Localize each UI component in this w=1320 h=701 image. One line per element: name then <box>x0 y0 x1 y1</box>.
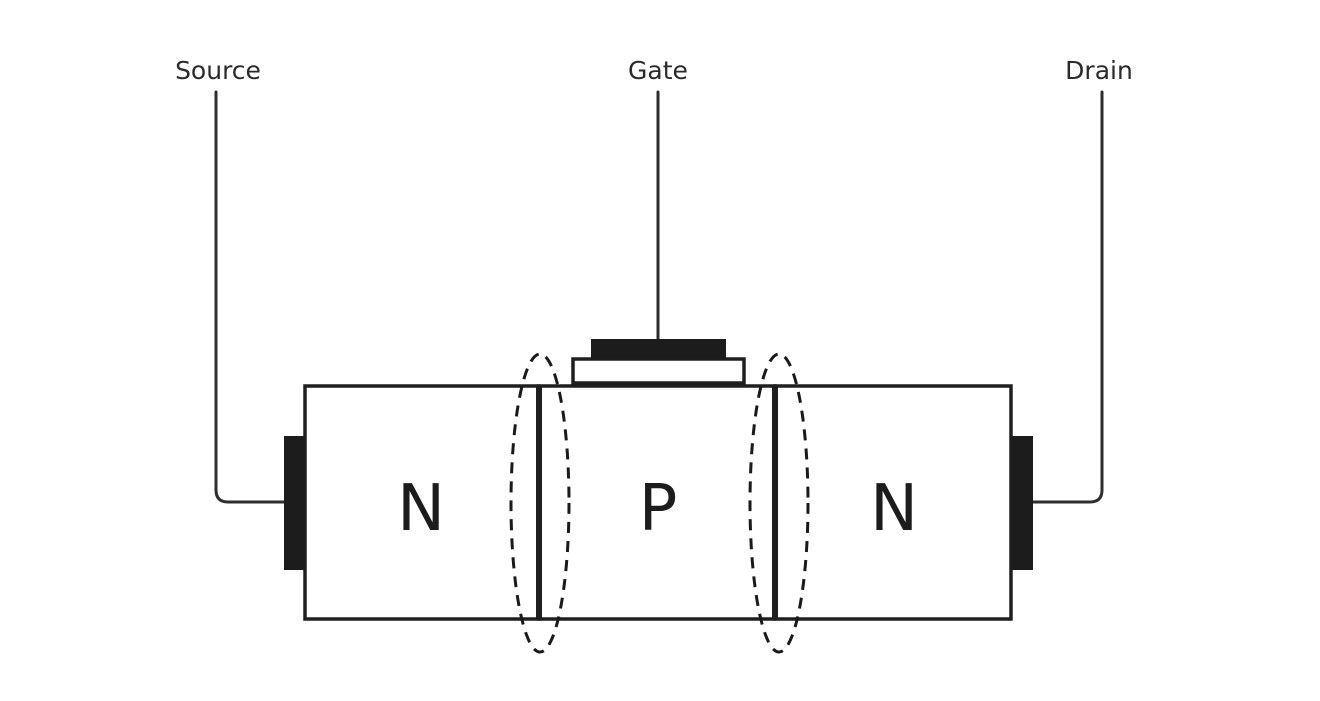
source-wire <box>214 90 286 504</box>
region-label-p: P <box>639 472 678 546</box>
depletion-region-right <box>748 352 810 654</box>
region-label-n-left: N <box>397 472 445 546</box>
depletion-region-left <box>509 352 571 654</box>
gate-oxide <box>571 357 746 385</box>
drain-label: Drain <box>1065 56 1133 85</box>
source-label: Source <box>175 56 261 85</box>
drain-wire <box>1031 90 1104 504</box>
n-region-drain <box>773 384 1013 621</box>
gate-label: Gate <box>628 56 688 85</box>
source-contact <box>284 436 305 570</box>
drain-contact <box>1012 436 1033 570</box>
p-region <box>537 384 777 621</box>
gate-electrode <box>591 339 726 359</box>
region-label-n-right: N <box>870 472 918 546</box>
